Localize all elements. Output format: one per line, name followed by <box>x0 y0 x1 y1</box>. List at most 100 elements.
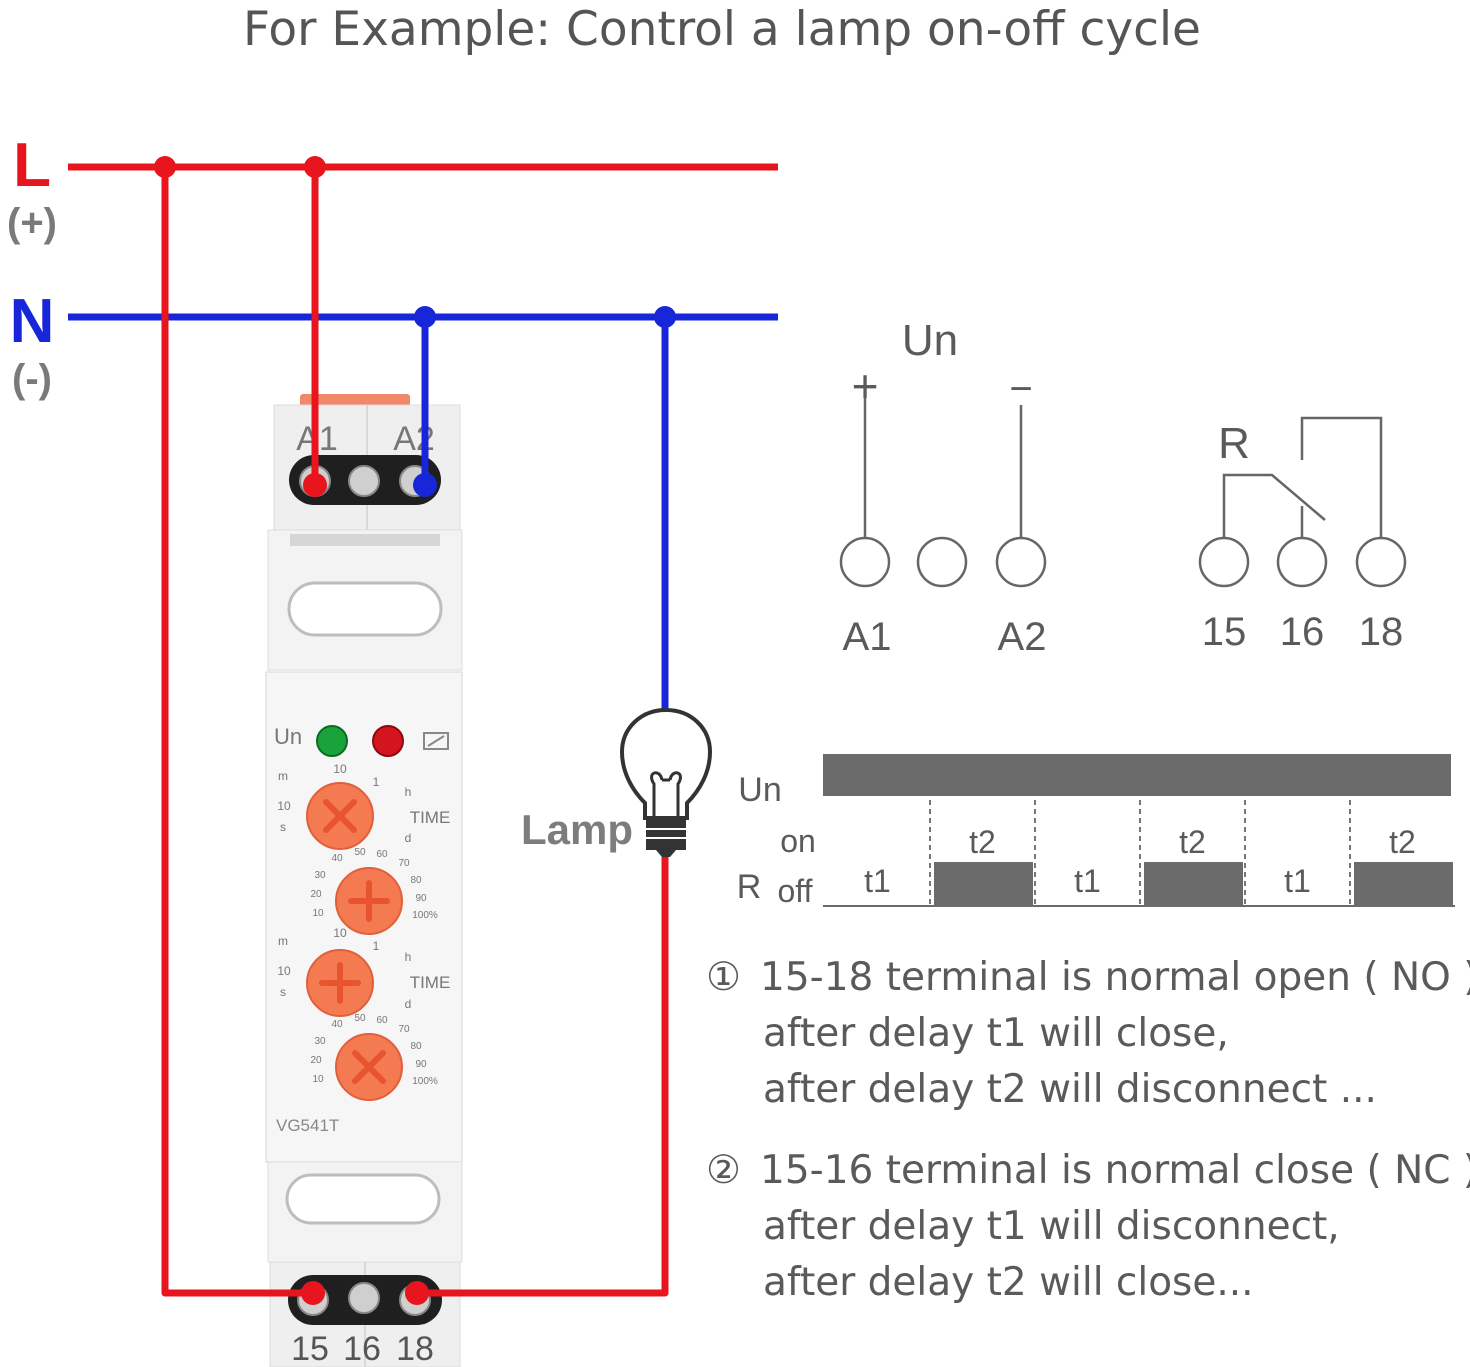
dial1-pct-100: 100% <box>412 910 438 921</box>
dial2-unit-d: d <box>405 997 412 1011</box>
note-2-line-3: after delay t2 will close... <box>763 1260 1254 1305</box>
dial2-scale-top-1: 1 <box>373 939 380 953</box>
relay-on-bar <box>934 862 1033 906</box>
terminal-schematic <box>839 395 1407 588</box>
wire-junctions <box>154 156 676 1305</box>
dial2-pct-60: 60 <box>376 1015 388 1026</box>
relay-on-bar <box>1144 862 1243 906</box>
schematic-label-16: 16 <box>1280 610 1325 654</box>
timing-r-label: R <box>737 868 762 906</box>
note-1-line-1: 15-18 terminal is normal open ( NO ) <box>760 955 1470 1000</box>
relay-on-bar <box>1354 862 1453 906</box>
timing-on-label: on <box>780 823 816 859</box>
device-label-a2: A2 <box>393 420 435 458</box>
dial1-pct-60: 60 <box>376 849 388 860</box>
junction-l-1 <box>154 156 176 178</box>
terminal-18-connection <box>405 1281 429 1305</box>
dial1-unit-h: h <box>405 785 412 799</box>
dial2-pct-10: 10 <box>312 1074 324 1085</box>
dial1-pct-70: 70 <box>398 858 410 869</box>
dial2-pct-80: 80 <box>410 1041 422 1052</box>
dial2-scale-top-10: 10 <box>333 926 347 940</box>
dial2-pct-40: 40 <box>331 1019 343 1030</box>
dial1-unit-s: s <box>280 820 286 834</box>
panel-un-label: Un <box>274 724 302 749</box>
device-label-18: 18 <box>396 1330 434 1367</box>
knob-1-slot-icon <box>323 799 357 833</box>
timer-dial-group-2: 10 1 10 m h s d TIME 10 20 30 40 50 60 7… <box>277 926 451 1101</box>
dial1-scale-top-1: 1 <box>373 775 380 789</box>
knob-4-slot-icon <box>352 1050 386 1084</box>
terminal-15-connection <box>301 1281 325 1305</box>
dial1-unit-m: m <box>278 769 288 783</box>
timing-un-label: Un <box>738 771 781 809</box>
note-2-line-1: 15-16 terminal is normal close ( NC ) <box>760 1148 1470 1193</box>
dial1-pct-30: 30 <box>314 870 326 881</box>
schematic-label-18: 18 <box>1359 610 1404 654</box>
schematic-terminal-a2 <box>995 536 1047 588</box>
schematic-label-a2: A2 <box>998 615 1047 659</box>
device-model-label: VG541T <box>276 1116 339 1135</box>
wire-l-to-15 <box>161 167 313 1297</box>
dial2-pct-50: 50 <box>354 1013 366 1024</box>
line-n-label: N <box>10 287 55 356</box>
timing-period-label: t1 <box>1074 863 1101 899</box>
dial1-time-label: TIME <box>410 808 451 827</box>
line-l-label: L <box>13 131 51 200</box>
time-relay-device: A1 A2 Un 10 1 10 m h s d TIME 10 <box>265 394 463 1367</box>
dial1-pct-50: 50 <box>354 847 366 858</box>
upper-label-slot <box>287 581 443 637</box>
dial2-time-label: TIME <box>410 973 451 992</box>
timing-period-label: t2 <box>969 824 996 860</box>
dial1-pct-20: 20 <box>310 889 322 900</box>
notes: ① 15-18 terminal is normal open ( NO ) a… <box>706 955 1470 1305</box>
dial1-pct-90: 90 <box>415 893 427 904</box>
schematic-label-a1: A1 <box>843 615 892 659</box>
device-label-15: 15 <box>291 1330 329 1367</box>
dial1-scale-top-10: 10 <box>333 762 347 776</box>
dial1-unit-d: d <box>405 831 412 845</box>
timing-period-label: t1 <box>864 863 891 899</box>
power-led-icon <box>316 725 348 757</box>
dial2-pct-20: 20 <box>310 1055 322 1066</box>
note-1-line-3: after delay t2 will disconnect ... <box>763 1067 1377 1112</box>
dial2-unit-s: s <box>280 985 286 999</box>
device-label-16: 16 <box>343 1330 381 1367</box>
schematic-minus-sign: − <box>1009 367 1032 411</box>
lamp-label: Lamp <box>521 806 633 853</box>
page-title: For Example: Control a lamp on-off cycle <box>243 2 1201 57</box>
timing-period-label: t2 <box>1179 824 1206 860</box>
dial2-unit-m: m <box>278 934 288 948</box>
junction-l-2 <box>304 156 326 178</box>
knob-3-slot-icon <box>319 962 361 1004</box>
schematic-terminal-15 <box>1198 536 1250 588</box>
timing-off-label: off <box>778 873 813 909</box>
schematic-un-label: Un <box>902 316 958 365</box>
un-supply-bar <box>823 754 1451 796</box>
timing-period-label: t2 <box>1389 824 1416 860</box>
knob-2-slot-icon <box>348 880 390 922</box>
dial2-pct-30: 30 <box>314 1036 326 1047</box>
dial2-pct-90: 90 <box>415 1059 427 1070</box>
schematic-terminal-mid <box>916 536 968 588</box>
wire-lamp-to-18 <box>417 852 669 1297</box>
dial2-pct-100: 100% <box>412 1076 438 1087</box>
screw-16-icon <box>348 1282 380 1314</box>
line-n-polarity: (-) <box>12 357 52 401</box>
relay-contact-15 <box>1222 473 1326 538</box>
schematic-relay-label: R <box>1218 419 1250 468</box>
schematic-label-15: 15 <box>1202 610 1247 654</box>
timer-dial-group-1: 10 1 10 m h s d TIME 10 20 30 40 50 60 7… <box>277 762 451 935</box>
dial2-pct-70: 70 <box>398 1024 410 1035</box>
dial1-pct-10: 10 <box>312 908 324 919</box>
schematic-plus-sign: + <box>852 360 879 412</box>
relay-contact-18 <box>1300 416 1383 538</box>
relay-coil-icon <box>423 732 449 750</box>
terminal-a2-connection <box>413 473 437 497</box>
terminal-a1-connection <box>303 473 327 497</box>
schematic-terminal-16 <box>1276 536 1328 588</box>
relay-led-icon <box>372 725 404 757</box>
